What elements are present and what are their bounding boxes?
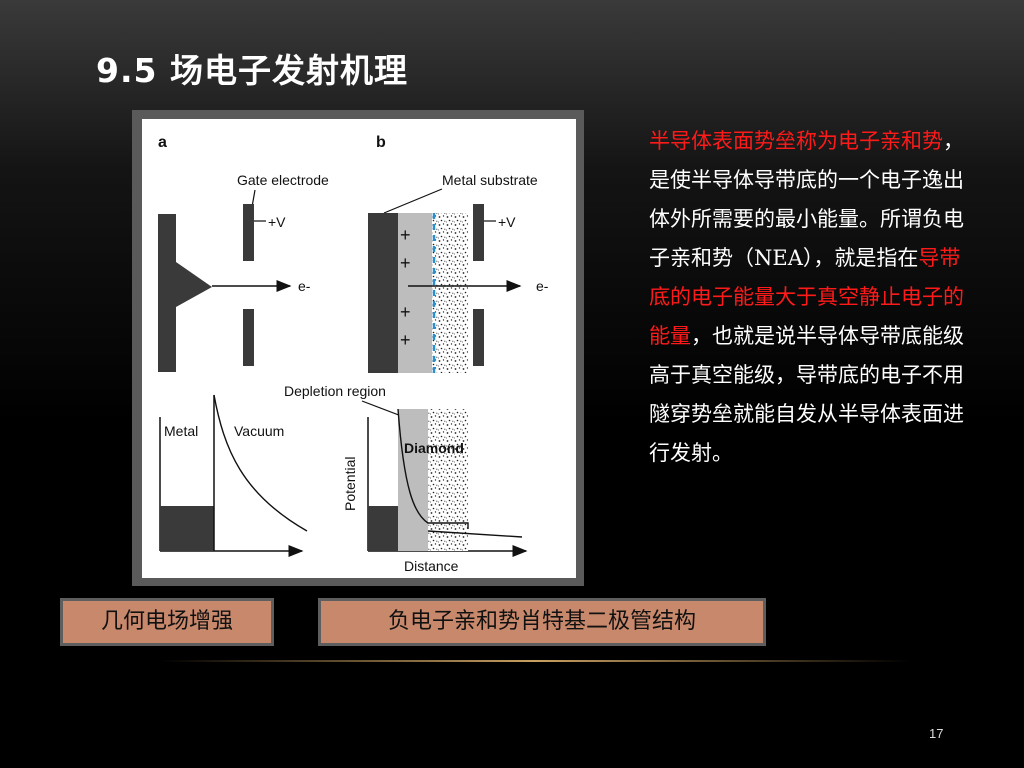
gate-electrode-top xyxy=(243,204,254,261)
plus-sign-4: + xyxy=(400,330,411,350)
gate-electrode-bottom xyxy=(243,309,254,366)
vacuum-potential-curve xyxy=(213,394,308,532)
electron-label-a: e- xyxy=(298,278,311,294)
figure-frame: a b Gate electrode +V e- Metal substrate… xyxy=(132,110,584,586)
panel-b-label: b xyxy=(376,134,386,151)
electron-label-b: e- xyxy=(536,278,549,294)
plus-sign-2: + xyxy=(400,253,411,273)
metal-substrate-label: Metal substrate xyxy=(442,172,538,188)
emitter-tip xyxy=(158,214,212,372)
body-paragraph: 半导体表面势垒称为电子亲和势，是使半导体导带底的一个电子逸出体外所需要的最小能量… xyxy=(649,122,969,473)
body-text-segment-1: ，是使半导体导带底的一个电子逸出体外所需要的最小能量。所谓负电子亲和势（NEA）… xyxy=(649,129,964,270)
highlight-nea-definition: 导带底的电子能量大于真空静止电子的能量 xyxy=(649,246,964,348)
field-emission-diagram: a b Gate electrode +V e- Metal substrate… xyxy=(158,134,549,574)
metal-label: Metal xyxy=(164,423,198,439)
band-bending-curve xyxy=(397,408,469,529)
body-text-segment-2: ，也就是说半导体导带底能级高于真空能级，导带底的电子不用隧穿势垒就能自发从半导体… xyxy=(649,324,964,465)
plus-sign-1: + xyxy=(400,225,411,245)
depletion-leader-line xyxy=(361,400,405,418)
anode-bottom xyxy=(473,309,484,366)
depletion-band-region xyxy=(398,409,428,551)
plus-v-label-a: +V xyxy=(268,214,286,230)
figure-panel: a b Gate electrode +V e- Metal substrate… xyxy=(142,119,576,578)
depletion-layer xyxy=(398,213,432,373)
metal-fermi-block xyxy=(160,506,214,551)
diamond-label: Diamond xyxy=(404,440,464,456)
vacuum-label: Vacuum xyxy=(234,423,284,439)
metal-substrate xyxy=(368,213,398,373)
slide-title: 9.5 场电子发射机理 xyxy=(96,51,408,90)
substrate-leader-line xyxy=(383,188,443,214)
page-number: 17 xyxy=(929,726,944,741)
plus-sign-3: + xyxy=(400,302,411,322)
gate-electrode-label: Gate electrode xyxy=(237,172,329,188)
nea-emission-line xyxy=(427,530,523,538)
anode-top xyxy=(473,204,484,261)
diamond-layer xyxy=(432,213,468,373)
highlight-electron-affinity: 半导体表面势垒称为电子亲和势 xyxy=(649,129,943,153)
decorative-divider xyxy=(160,660,910,662)
depletion-region-label: Depletion region xyxy=(284,383,386,399)
caption-geometric-field-enhancement: 几何电场增强 xyxy=(60,598,274,646)
plus-v-label-b: +V xyxy=(498,214,516,230)
potential-axis-label: Potential xyxy=(342,457,358,511)
substrate-fermi-block xyxy=(368,506,398,551)
panel-a-label: a xyxy=(158,134,167,151)
diamond-band-region xyxy=(428,409,468,551)
caption-nea-schottky-diode: 负电子亲和势肖特基二极管结构 xyxy=(318,598,766,646)
distance-axis-label: Distance xyxy=(404,558,459,574)
